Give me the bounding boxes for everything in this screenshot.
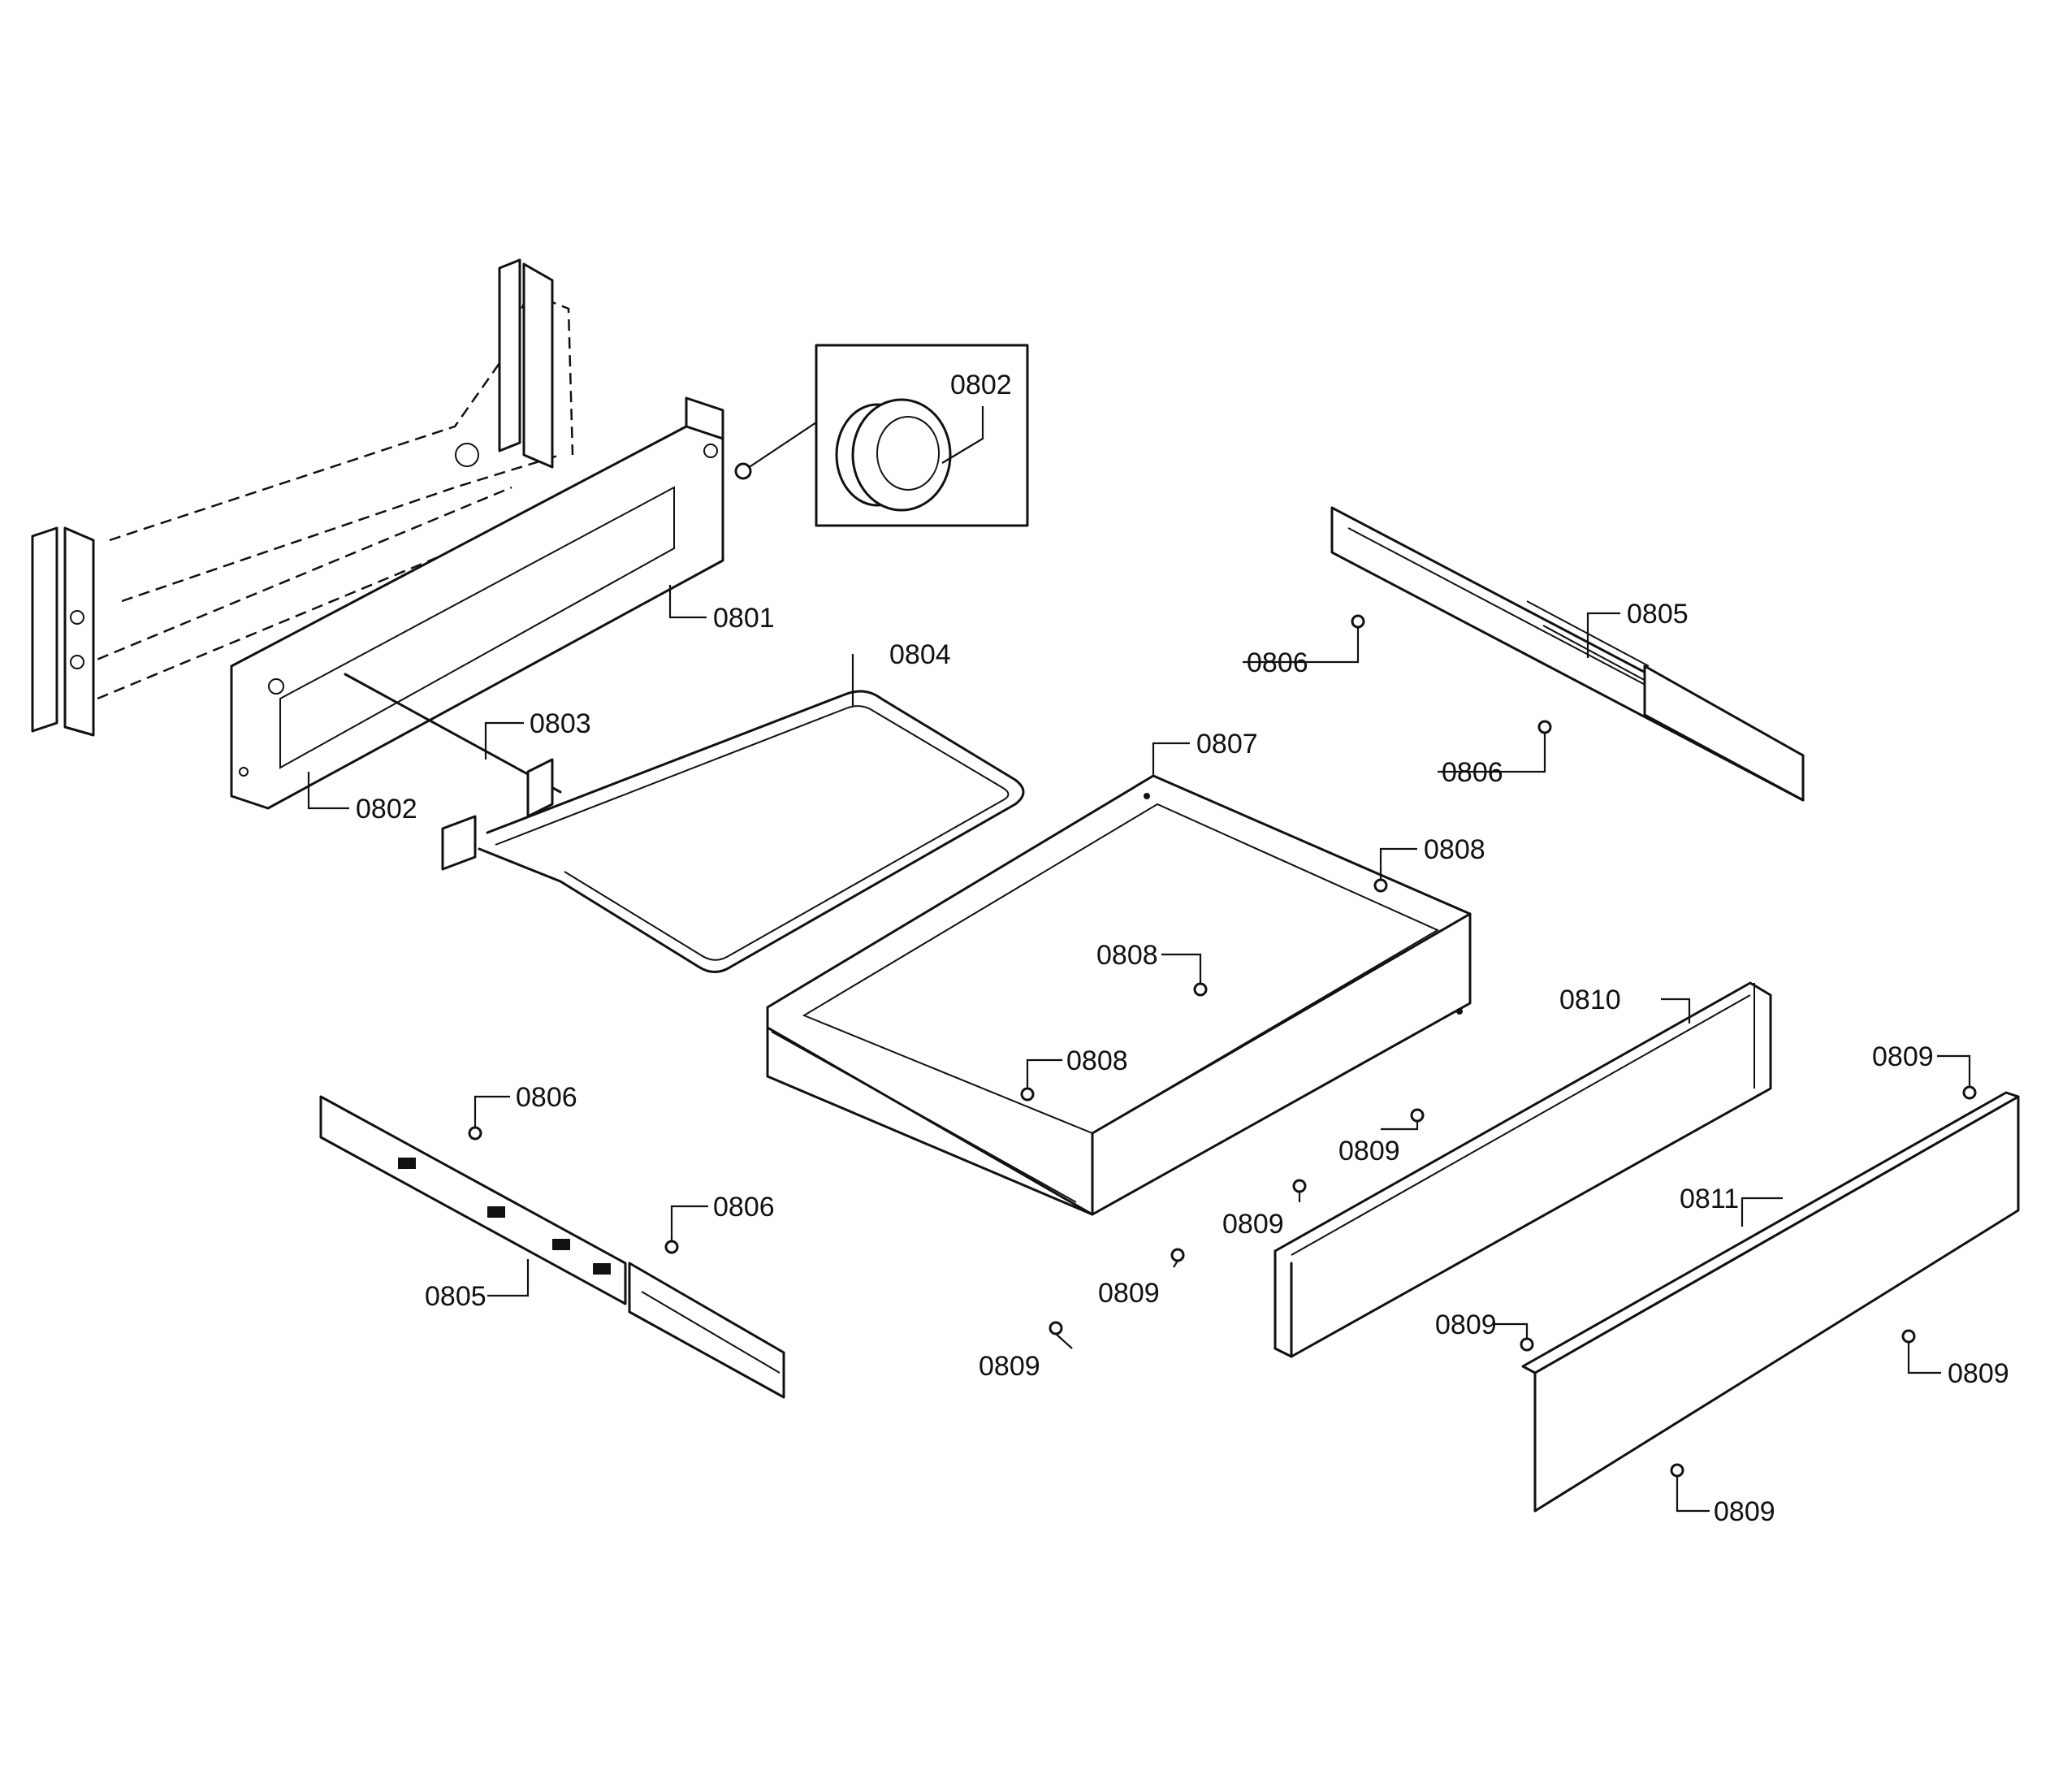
callout-0810: 0810 [1559, 985, 1621, 1015]
callout-leaders [307, 406, 1971, 1513]
sensor-probe-0803 [344, 673, 562, 818]
callout-0802-frame: 0802 [356, 794, 417, 825]
callout-0808-c: 0808 [1066, 1045, 1128, 1076]
callout-0805-right: 0805 [1627, 599, 1689, 630]
knob-detail-inset [734, 344, 1029, 527]
callout-0808-b: 0808 [1096, 940, 1158, 971]
callout-0806-right-top: 0806 [1247, 647, 1308, 678]
callout-0803: 0803 [530, 708, 591, 739]
drawer-slide-rail-0805-right [1330, 506, 1805, 802]
callout-0807: 0807 [1196, 729, 1258, 760]
callout-0809-panel-c: 0809 [1714, 1496, 1775, 1527]
inner-front-panel-0810 [1273, 981, 1772, 1358]
callout-labels: 0802 0801 0804 0803 0802 0805 0806 0806 … [356, 370, 2009, 1527]
callout-0808-a: 0808 [1424, 834, 1485, 865]
callout-0806-left-a: 0806 [516, 1082, 577, 1113]
callout-0804: 0804 [889, 639, 951, 670]
outer-front-panel-0811 [1521, 1091, 2020, 1513]
callout-0811: 0811 [1680, 1184, 1739, 1214]
front-frame-0801 [230, 396, 724, 810]
callout-0809-drawer-a: 0809 [1338, 1136, 1400, 1167]
heating-element-0804 [441, 690, 1025, 973]
drawer-slide-rail-0805-left [319, 1095, 785, 1399]
callout-0809-top-right: 0809 [1872, 1041, 1934, 1072]
oven-body-outline [31, 258, 574, 737]
callout-0806-right-bottom: 0806 [1442, 757, 1503, 788]
callout-0809-panel-a: 0809 [1435, 1309, 1497, 1340]
callout-0809-panel-b: 0809 [1948, 1358, 2009, 1389]
callout-0809-drawer-d: 0809 [979, 1351, 1040, 1382]
callout-0806-left-b: 0806 [713, 1192, 775, 1223]
callout-0802-knob: 0802 [950, 370, 1012, 400]
callout-0809-drawer-b: 0809 [1222, 1209, 1284, 1240]
callout-0805-left: 0805 [425, 1281, 486, 1312]
callout-0809-drawer-c: 0809 [1098, 1278, 1160, 1309]
callout-0801: 0801 [713, 603, 775, 634]
